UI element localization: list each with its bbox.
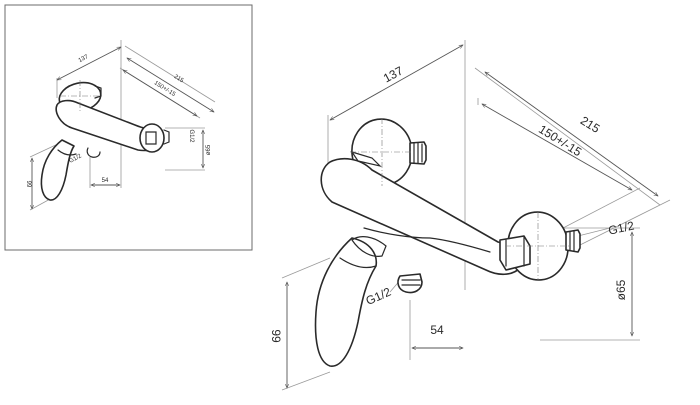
dim-height: 99: [269, 329, 283, 343]
main-faucet: [314, 118, 581, 367]
thumb-dim-width: 137: [78, 54, 90, 64]
dim-depth: 215: [578, 113, 603, 136]
thumbnail-view: 137 215 150+/-15 G1/2 ø65 99 G1/2 54: [4, 4, 253, 251]
thumb-dim-rosette: ø65: [206, 144, 212, 155]
dim-outlet-offset: 54: [430, 323, 444, 337]
thumb-dim-outlet-thread: G1/2: [68, 153, 83, 165]
thumb-dim-depth: 215: [173, 74, 185, 85]
dim-width: 137: [381, 63, 406, 85]
thumb-dim-outlet-offset: 54: [102, 178, 109, 184]
dim-thread-side: G1/2: [607, 218, 636, 237]
main-dimension-lines: [281, 40, 671, 391]
thumbnail-frame: [4, 4, 253, 251]
lever-handle: [314, 237, 378, 367]
dim-rosette: ø65: [614, 279, 628, 300]
thumb-dim-thread-side: G1/2: [188, 129, 194, 143]
main-view: 137 215 150+/-15 G1/2 ø65 99 G1/2 54: [269, 40, 671, 391]
dim-spacing: 150+/-15: [536, 122, 584, 159]
thumbnail-faucet: [40, 80, 170, 201]
dim-outlet-thread: G1/2: [364, 285, 394, 309]
thumb-dim-height: 99: [25, 181, 31, 188]
